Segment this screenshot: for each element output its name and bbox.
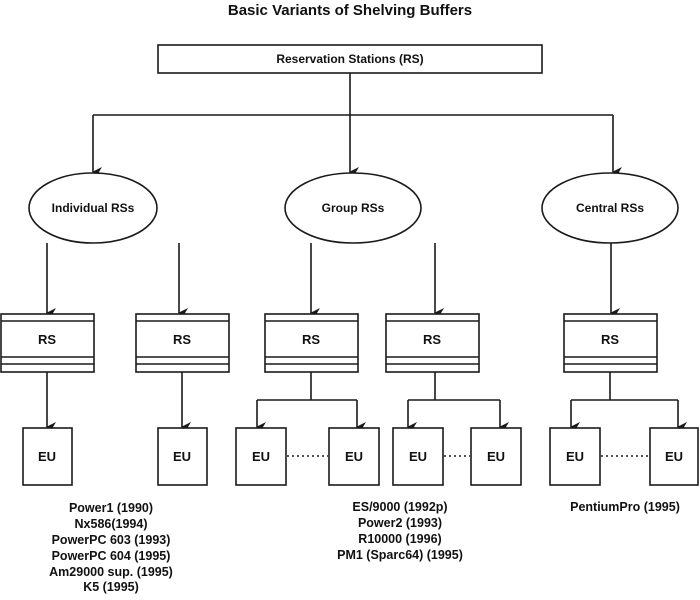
eu-central-b: EU bbox=[649, 427, 699, 486]
eu-group-1a: EU bbox=[235, 427, 287, 486]
diagram-title: Basic Variants of Shelving Buffers bbox=[228, 2, 472, 19]
processor-item: PentiumPro (1995) bbox=[570, 500, 680, 514]
processor-item: PowerPC 604 (1995) bbox=[52, 549, 171, 563]
processor-list-central: PentiumPro (1995) bbox=[570, 500, 680, 514]
group-label: Group RSs bbox=[322, 201, 385, 215]
rs-label: RS bbox=[601, 332, 619, 347]
category-to-rs-arrows bbox=[46, 243, 620, 318]
eu-group-1b: EU bbox=[328, 427, 380, 486]
processor-item: ES/9000 (1992p) bbox=[352, 500, 447, 514]
rs-label: RS bbox=[423, 332, 441, 347]
processor-item: Power2 (1993) bbox=[358, 516, 442, 530]
rs-group-2: RS bbox=[385, 313, 480, 373]
rs-individual-2: RS bbox=[135, 313, 230, 373]
eu-label: EU bbox=[173, 449, 191, 464]
rs-label: RS bbox=[38, 332, 56, 347]
central-ellipse bbox=[541, 172, 679, 244]
eu-label: EU bbox=[345, 449, 363, 464]
root-node: Reservation Stations (RS) bbox=[157, 44, 543, 74]
category-individual: Individual RSs bbox=[28, 172, 158, 244]
processor-item: Nx586(1994) bbox=[75, 517, 148, 531]
category-central: Central RSs bbox=[541, 172, 679, 244]
eu-group-2b: EU bbox=[470, 427, 522, 486]
root-box bbox=[157, 44, 543, 74]
eu-group-2a: EU bbox=[392, 427, 444, 486]
eu-central-a: EU bbox=[549, 427, 601, 486]
processor-item: PowerPC 603 (1993) bbox=[52, 533, 171, 547]
individual-ellipse bbox=[28, 172, 158, 244]
rs-to-eu-connectors bbox=[46, 372, 687, 432]
root-label: Reservation Stations (RS) bbox=[276, 52, 423, 66]
eu-individual-2: EU bbox=[157, 427, 208, 486]
rs-label: RS bbox=[302, 332, 320, 347]
processor-item: Am29000 sup. (1995) bbox=[49, 565, 173, 579]
category-group: Group RSs bbox=[284, 172, 422, 244]
rs-label: RS bbox=[173, 332, 191, 347]
eu-individual-1: EU bbox=[22, 427, 73, 486]
root-connectors bbox=[92, 73, 622, 177]
group-ellipse bbox=[284, 172, 422, 244]
processor-list-group: ES/9000 (1992p) Power2 (1993) R10000 (19… bbox=[337, 500, 463, 562]
eu-label: EU bbox=[487, 449, 505, 464]
eu-label: EU bbox=[252, 449, 270, 464]
rs-group-1: RS bbox=[264, 313, 359, 373]
processor-item: PM1 (Sparc64) (1995) bbox=[337, 548, 463, 562]
central-label: Central RSs bbox=[576, 201, 644, 215]
rs-individual-1: RS bbox=[0, 313, 95, 373]
processor-item: Power1 (1990) bbox=[69, 501, 153, 515]
processor-item: K5 (1995) bbox=[83, 580, 139, 594]
processor-item: R10000 (1996) bbox=[358, 532, 441, 546]
eu-label: EU bbox=[665, 449, 683, 464]
eu-label: EU bbox=[38, 449, 56, 464]
rs-central: RS bbox=[563, 313, 658, 373]
eu-label: EU bbox=[409, 449, 427, 464]
individual-label: Individual RSs bbox=[52, 201, 135, 215]
processor-list-individual: Power1 (1990) Nx586(1994) PowerPC 603 (1… bbox=[49, 501, 173, 594]
eu-label: EU bbox=[566, 449, 584, 464]
